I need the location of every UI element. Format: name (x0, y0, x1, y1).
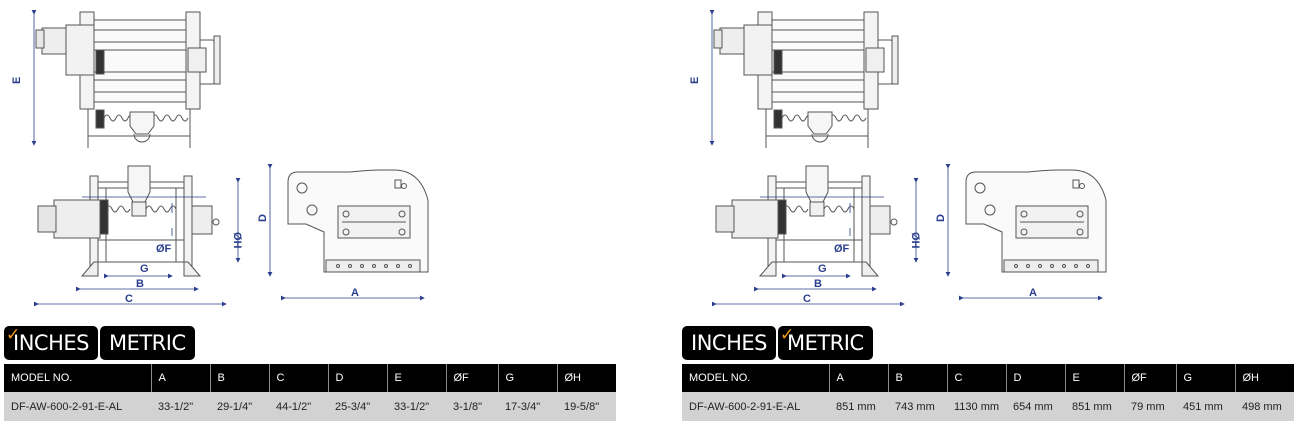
column-header: G (1176, 364, 1236, 392)
top-view-drawing (35, 11, 221, 148)
column-header: C (269, 364, 329, 392)
dimension-label-d: D (257, 214, 269, 222)
front-view-drawing (715, 165, 898, 277)
table-cell: 1130 mm (947, 392, 1006, 421)
table-cell: 451 mm (1176, 392, 1235, 421)
table-cell: 29-1/4" (210, 392, 269, 421)
table-cell: 743 mm (888, 392, 947, 421)
table-cell: 79 mm (1124, 392, 1176, 421)
dimension-lines (709, 10, 1103, 307)
dimension-label-b: B (814, 278, 822, 290)
side-view-drawing (287, 169, 429, 273)
table-cell: 25-3/4" (328, 392, 387, 421)
column-header: C (947, 364, 1007, 392)
dimension-label-b: B (136, 278, 144, 290)
dimension-label-g: G (140, 263, 149, 275)
spec-table: MODEL NO. A B C D E ØF G ØH DF-AW-600-2-… (4, 364, 616, 421)
column-header: B (210, 364, 270, 392)
column-header: A (829, 364, 889, 392)
column-header: A (151, 364, 211, 392)
tab-metric[interactable]: ✓ METRIC (777, 325, 873, 360)
table-cell: 44-1/2" (269, 392, 328, 421)
column-header: D (1006, 364, 1066, 392)
column-header: G (498, 364, 558, 392)
dimension-label-e: E (689, 77, 701, 84)
model-cell: DF-AW-600-2-91-E-AL (4, 392, 151, 421)
table-row: DF-AW-600-2-91-E-AL 33-1/2" 29-1/4" 44-1… (4, 392, 616, 421)
column-header: ØH (1235, 364, 1294, 392)
column-header: ØH (557, 364, 616, 392)
table-cell: 19-5/8" (557, 392, 616, 421)
tab-inches[interactable]: ✓ INCHES (4, 326, 98, 360)
dimension-label-c: C (125, 293, 133, 305)
side-view-drawing (965, 169, 1107, 273)
dimension-label-a: A (1029, 287, 1037, 299)
model-cell: DF-AW-600-2-91-E-AL (682, 392, 829, 421)
table-cell: 498 mm (1235, 392, 1294, 421)
check-icon: ✓ (6, 325, 20, 345)
dimension-label-d: D (935, 214, 947, 222)
winch-technical-drawing: E G B C ØF ØH D A (11, 10, 429, 307)
column-header: ØF (446, 364, 499, 392)
column-header: MODEL NO. (682, 364, 830, 392)
column-header: D (328, 364, 388, 392)
tab-metric[interactable]: ✓ METRIC (99, 326, 195, 360)
dimension-label-f: ØF (156, 243, 172, 255)
table-cell: 3-1/8" (446, 392, 498, 421)
table-row: DF-AW-600-2-91-E-AL 851 mm 743 mm 1130 m… (682, 392, 1294, 421)
table-cell: 17-3/4" (498, 392, 557, 421)
table-cell: 33-1/2" (151, 392, 210, 421)
tab-inches[interactable]: ✓ INCHES (682, 326, 776, 360)
table-cell: 654 mm (1006, 392, 1065, 421)
column-header: ØF (1124, 364, 1177, 392)
check-icon: ✓ (779, 325, 794, 345)
column-header: E (1065, 364, 1125, 392)
winch-technical-drawing: E G B C ØF ØH D A (689, 10, 1107, 307)
dimension-label-a: A (351, 287, 359, 299)
metric-spec-panel: E G B C ØF ØH D A ✓ INCHES ✓ METRIC (678, 0, 1298, 428)
dimension-label-e: E (11, 77, 23, 84)
tab-label: INCHES (691, 331, 767, 355)
table-cell: 851 mm (1065, 392, 1124, 421)
dimension-label-g: G (818, 263, 827, 275)
dimension-lines (31, 10, 425, 307)
table-cell: 851 mm (829, 392, 888, 421)
inches-spec-panel: E G B C ØF ØH D A ✓ INCHES ✓ METRIC (0, 0, 620, 428)
column-header: E (387, 364, 447, 392)
dimension-label-c: C (803, 293, 811, 305)
unit-tabs: ✓ INCHES ✓ METRIC (682, 326, 873, 360)
tab-label: METRIC (786, 331, 864, 355)
dimension-label-f: ØF (834, 243, 850, 255)
dimension-label-h: ØH (909, 232, 921, 249)
top-view-drawing (713, 11, 899, 148)
spec-table: MODEL NO. A B C D E ØF G ØH DF-AW-600-2-… (682, 364, 1294, 421)
tab-label: INCHES (13, 331, 89, 355)
dimension-label-h: ØH (231, 232, 243, 249)
table-cell: 33-1/2" (387, 392, 446, 421)
column-header: B (888, 364, 948, 392)
column-header: MODEL NO. (4, 364, 152, 392)
table-header-row: MODEL NO. A B C D E ØF G ØH (4, 364, 616, 392)
front-view-drawing (37, 165, 220, 277)
table-header-row: MODEL NO. A B C D E ØF G ØH (682, 364, 1294, 392)
tab-label: METRIC (108, 331, 186, 355)
unit-tabs: ✓ INCHES ✓ METRIC (4, 326, 195, 360)
